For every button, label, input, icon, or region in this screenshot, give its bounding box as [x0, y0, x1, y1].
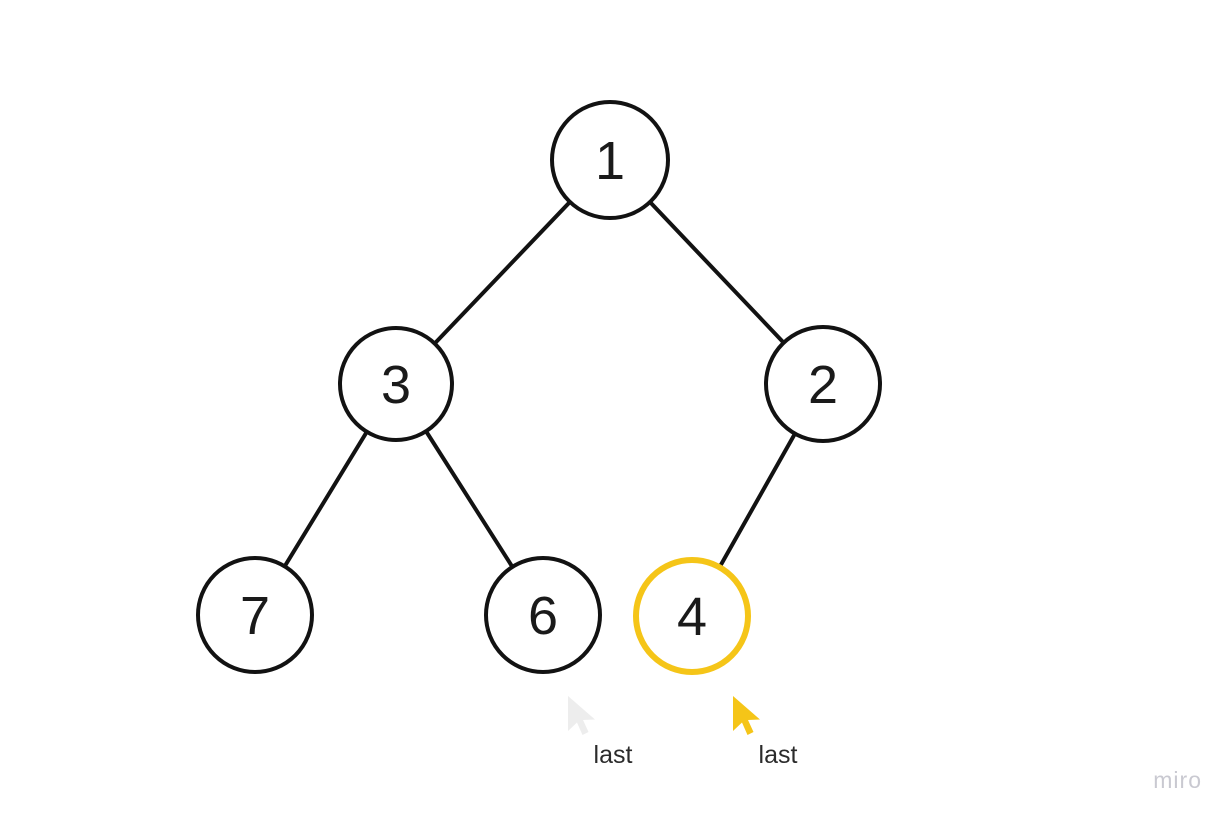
collaborator-cursor-gray[interactable]: last [568, 696, 633, 769]
cursor-label-yellow: last [759, 741, 798, 769]
node-circle-7[interactable] [196, 556, 314, 674]
edge-group [282, 199, 797, 570]
tree-node-7[interactable]: 7 [196, 556, 314, 674]
miro-watermark: miro [1153, 767, 1202, 793]
edge-2-to-4 [717, 431, 797, 570]
node-circle-6[interactable] [484, 556, 602, 674]
tree-node-1[interactable]: 1 [550, 100, 670, 220]
node-group: 1 3 2 7 6 4 [196, 100, 882, 675]
node-circle-2[interactable] [764, 325, 882, 443]
mouse-pointer-icon [733, 696, 760, 735]
node-value-4: 4 [677, 587, 707, 647]
cursor-group: last last [568, 696, 798, 769]
tree-node-4-highlighted[interactable]: 4 [633, 557, 751, 675]
node-value-6: 6 [528, 586, 558, 646]
node-value-3: 3 [381, 355, 411, 415]
edge-3-to-6 [424, 429, 515, 569]
node-circle-1[interactable] [550, 100, 670, 220]
edge-3-to-7 [282, 429, 369, 569]
cursor-label-gray: last [594, 741, 633, 769]
tree-node-3[interactable]: 3 [338, 326, 454, 442]
tree-node-6[interactable]: 6 [484, 556, 602, 674]
edge-1-to-2 [647, 200, 786, 345]
node-circle-4[interactable] [633, 557, 751, 675]
node-value-1: 1 [595, 131, 625, 191]
node-value-2: 2 [808, 355, 838, 415]
collaborator-cursor-yellow[interactable]: last [733, 696, 798, 769]
tree-node-2[interactable]: 2 [764, 325, 882, 443]
mouse-pointer-icon [568, 696, 595, 735]
edge-1-to-3 [432, 199, 572, 346]
node-value-7: 7 [240, 586, 270, 646]
node-circle-3[interactable] [338, 326, 454, 442]
